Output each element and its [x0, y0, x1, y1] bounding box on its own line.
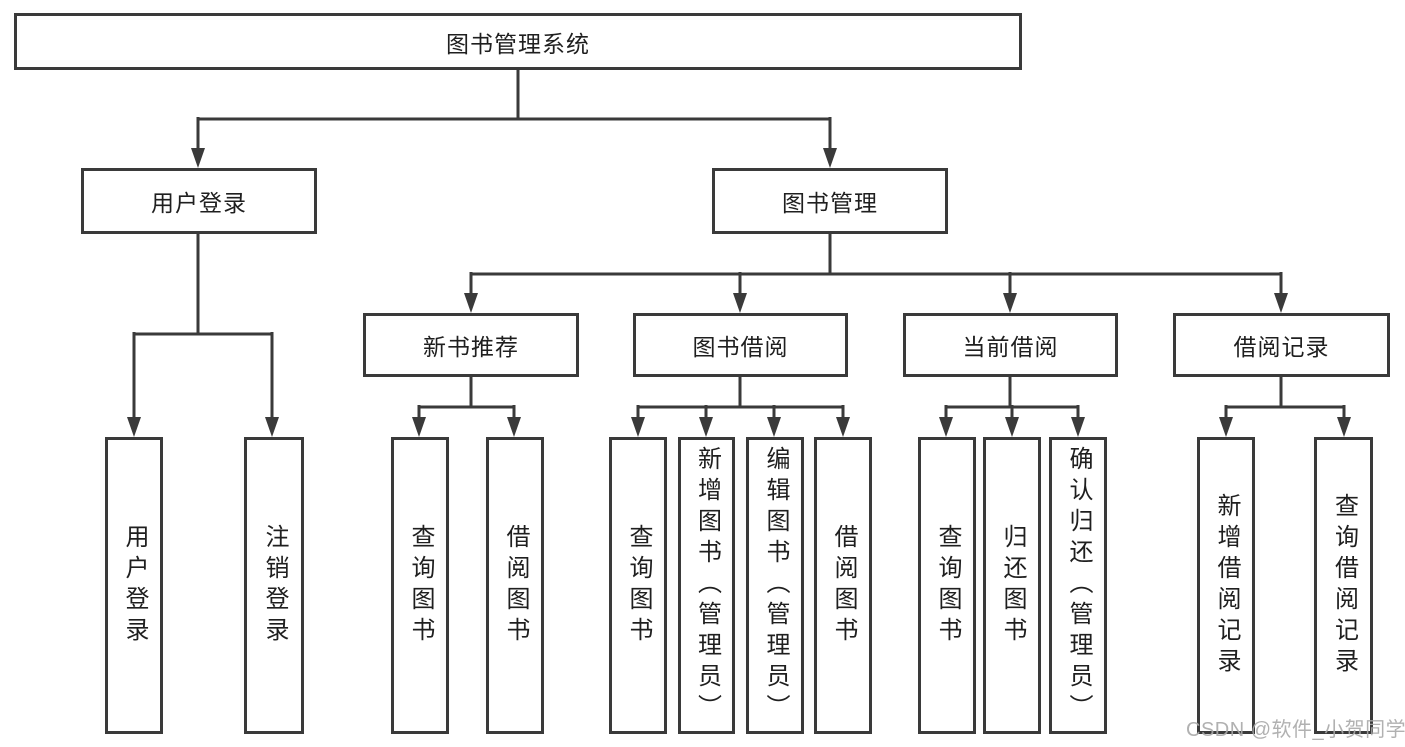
leaf-borrow-books-recommend: 借阅图书	[486, 437, 544, 734]
leaf-add-borrow-record-label: 新增借阅记录	[1213, 492, 1240, 679]
node-book-management: 图书管理	[712, 168, 948, 234]
leaf-user-login-label: 用户登录	[121, 523, 148, 648]
leaf-user-login: 用户登录	[105, 437, 163, 734]
leaf-return-books: 归还图书	[983, 437, 1041, 734]
leaf-add-books-admin: 新增图书（管理员）	[678, 437, 735, 734]
leaf-edit-books-admin: 编辑图书（管理员）	[746, 437, 804, 734]
leaf-query-borrow-record: 查询借阅记录	[1314, 437, 1373, 734]
node-user-login: 用户登录	[81, 168, 317, 234]
leaf-return-books-label: 归还图书	[999, 523, 1026, 648]
leaf-query-borrow-record-label: 查询借阅记录	[1330, 492, 1358, 679]
leaf-query-books-current: 查询图书	[918, 437, 976, 734]
node-borrowing-records: 借阅记录	[1173, 313, 1390, 377]
node-book-management-label: 图书管理	[782, 190, 878, 216]
node-new-book-recommendation: 新书推荐	[363, 313, 579, 377]
leaf-query-books-current-label: 查询图书	[934, 523, 961, 648]
leaf-query-books-borrowing: 查询图书	[609, 437, 667, 734]
leaf-borrow-books-borrowing: 借阅图书	[814, 437, 872, 734]
leaf-add-books-admin-label: 新增图书（管理员）	[693, 446, 721, 725]
leaf-query-books-recommend: 查询图书	[391, 437, 449, 734]
node-current-borrowing-label: 当前借阅	[962, 334, 1059, 360]
leaf-logout: 注销登录	[244, 437, 304, 734]
arrowheads	[127, 148, 1351, 437]
node-book-borrowing: 图书借阅	[633, 313, 848, 377]
watermark: CSDN @软件_小贺同学	[1186, 719, 1405, 741]
node-root-label: 图书管理系统	[446, 30, 590, 57]
node-book-borrowing-label: 图书借阅	[692, 334, 789, 360]
leaf-logout-label: 注销登录	[261, 523, 288, 648]
node-root: 图书管理系统	[14, 13, 1022, 70]
node-user-login-label: 用户登录	[151, 190, 247, 216]
node-borrowing-records-label: 借阅记录	[1233, 334, 1330, 360]
node-new-book-recommendation-label: 新书推荐	[423, 334, 519, 360]
leaf-query-books-borrowing-label: 查询图书	[625, 523, 652, 648]
leaf-query-books-recommend-label: 查询图书	[407, 523, 434, 648]
leaf-add-borrow-record: 新增借阅记录	[1197, 437, 1255, 734]
leaf-confirm-return-admin-label: 确认归还（管理员）	[1065, 446, 1092, 725]
leaf-borrow-books-recommend-label: 借阅图书	[502, 523, 529, 648]
node-current-borrowing: 当前借阅	[903, 313, 1118, 377]
leaf-edit-books-admin-label: 编辑图书（管理员）	[762, 446, 789, 725]
leaf-borrow-books-borrowing-label: 借阅图书	[830, 523, 857, 648]
leaf-confirm-return-admin: 确认归还（管理员）	[1049, 437, 1107, 734]
